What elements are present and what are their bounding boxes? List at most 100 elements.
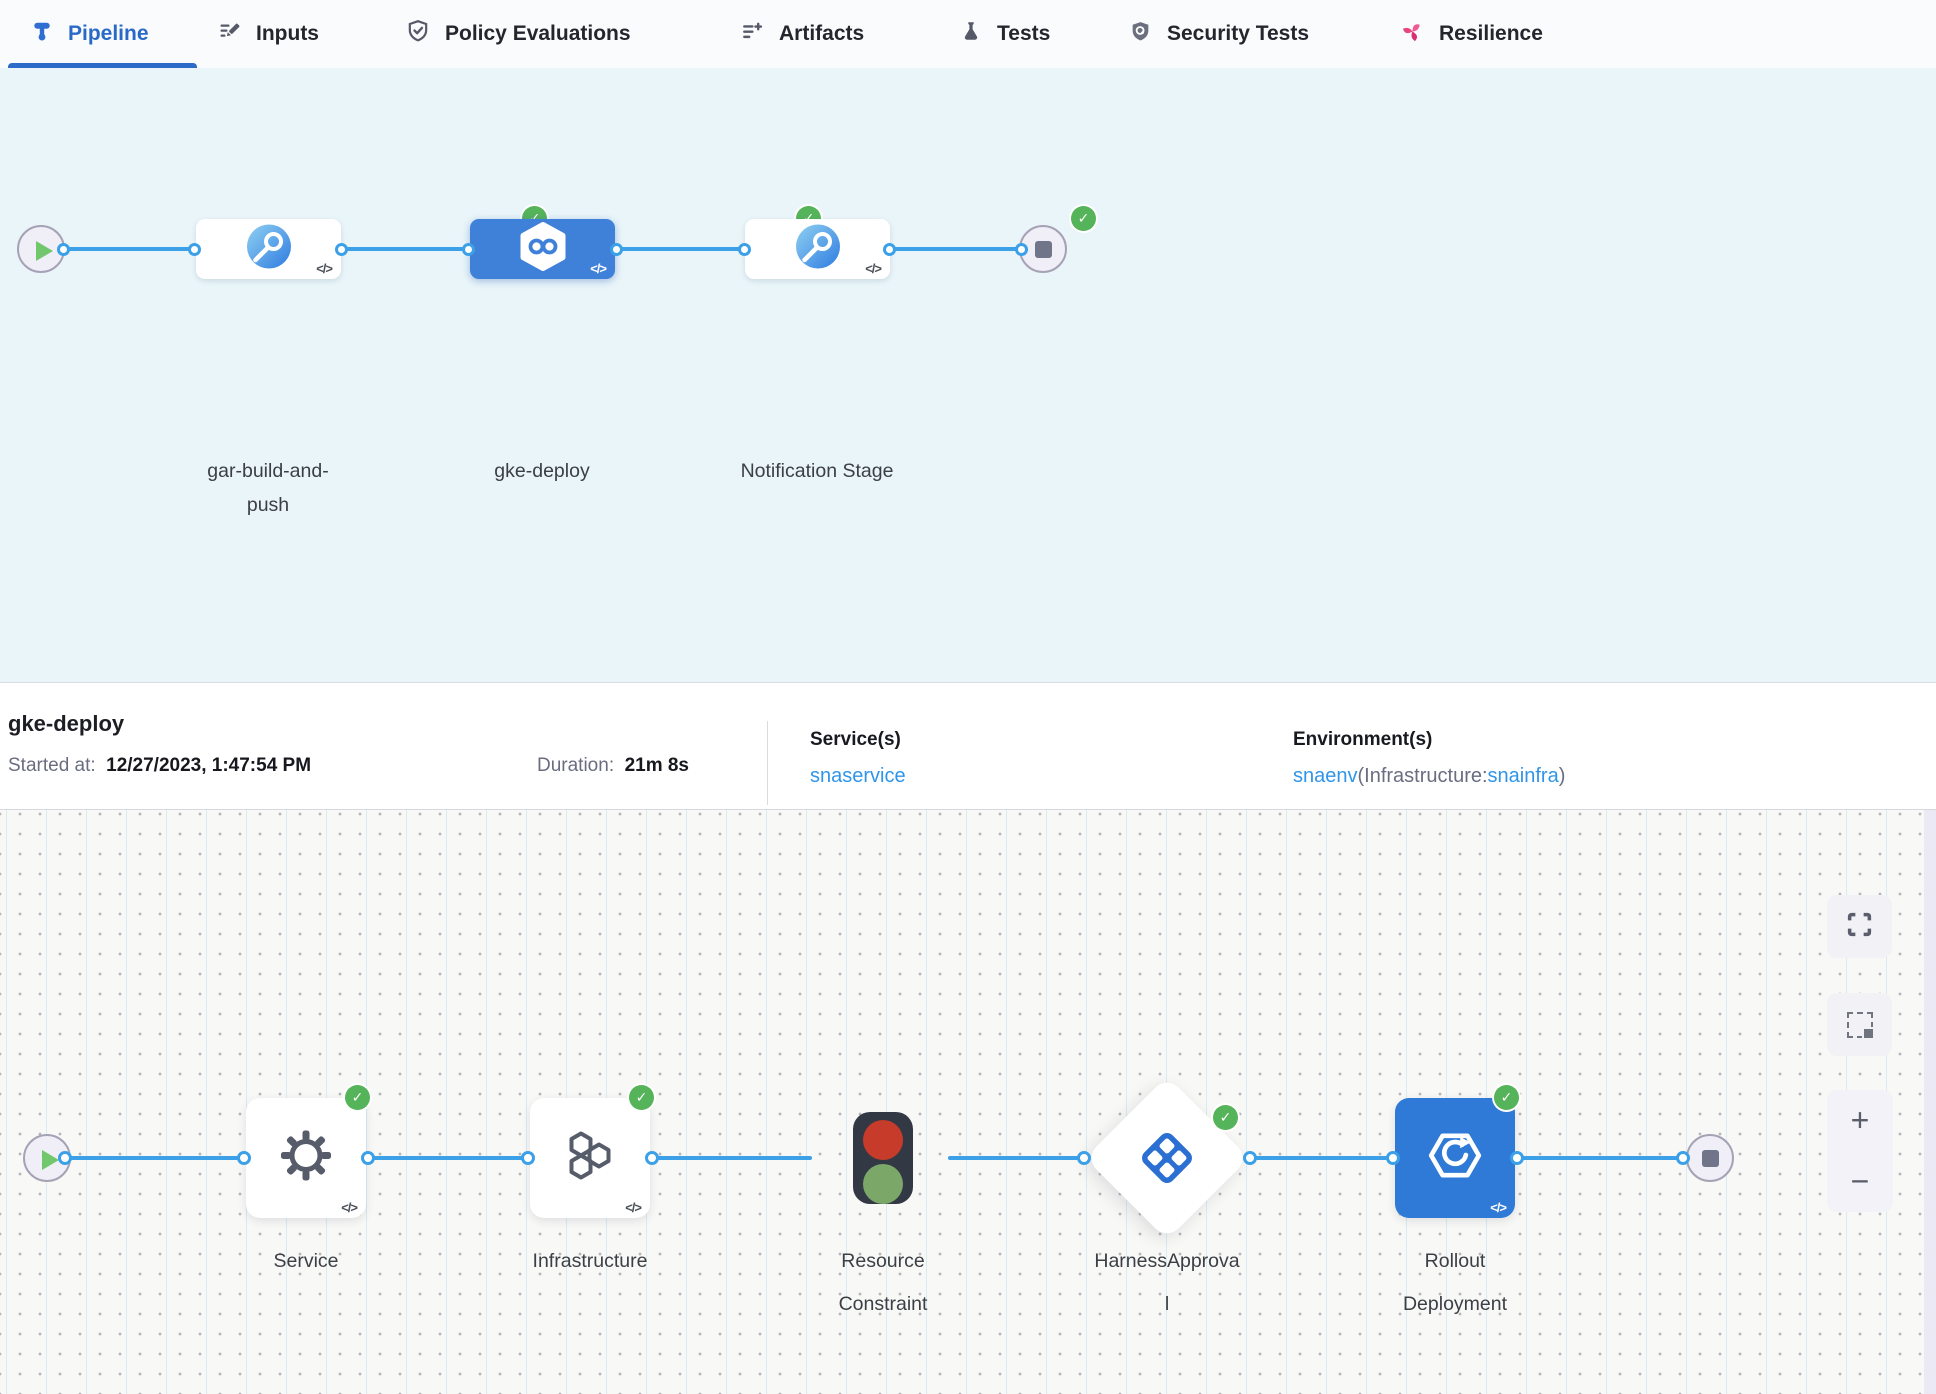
tab-label: Tests — [997, 22, 1051, 45]
code-brackets-icon: </> — [1490, 1200, 1507, 1215]
tab-bar: Pipeline Inputs Policy Evaluations Artif… — [0, 0, 1936, 69]
stage-info-bar: gke-deploy Started at: 12/27/2023, 1:47:… — [0, 682, 1936, 810]
step-label: Infrastructure — [532, 1250, 648, 1272]
connector-dot — [1676, 1151, 1690, 1165]
divider — [767, 721, 768, 805]
code-brackets-icon: </> — [865, 261, 882, 276]
execution-step-canvas[interactable]: ✓ </> ✓ </> ✓ ✓ </> — [0, 810, 1936, 1394]
connector-dot — [462, 243, 475, 256]
fullscreen-button[interactable] — [1827, 895, 1892, 958]
approval-diamond-icon — [1135, 1126, 1199, 1195]
stop-icon — [1702, 1150, 1719, 1167]
tab-pipeline[interactable]: Pipeline — [31, 0, 149, 68]
pipeline-icon — [31, 20, 53, 48]
tab-inputs[interactable]: Inputs — [219, 0, 319, 68]
artifacts-list-plus-icon — [741, 20, 764, 49]
infrastructure-link[interactable]: snainfra — [1487, 765, 1559, 787]
cd-stage-infinity-icon — [518, 222, 568, 277]
stage-card-notification-stage[interactable]: ✓ </> — [745, 206, 1096, 279]
inputs-edit-lines-icon — [219, 20, 241, 48]
resilience-pinwheel-icon — [1401, 20, 1424, 49]
stage-label: gke-deploy — [494, 460, 590, 482]
step-label: Service — [273, 1250, 339, 1272]
environment-value: snaenv(Infrastructure:snainfra) — [1293, 765, 1565, 788]
duration-value: 21m 8s — [624, 755, 690, 776]
connector-dot — [610, 243, 623, 256]
service-link[interactable]: snaservice — [810, 765, 906, 787]
step-card-service[interactable]: ✓ </> — [246, 1085, 370, 1218]
tab-label: Pipeline — [68, 22, 149, 45]
zoom-in-button[interactable]: + — [1850, 1102, 1870, 1138]
active-tab-indicator — [8, 63, 197, 68]
started-at-label: Started at: — [8, 755, 96, 776]
tab-security-tests[interactable]: Security Tests — [1129, 0, 1309, 68]
started-at: Started at: 12/27/2023, 1:47:54 PM — [8, 755, 311, 777]
connector-dot — [1243, 1151, 1257, 1165]
code-brackets-icon: </> — [341, 1200, 358, 1215]
connector-line — [652, 1156, 812, 1160]
connector-dot — [188, 243, 201, 256]
success-badge: ✓ — [629, 1085, 654, 1110]
resource-constraint-traffic-light-icon[interactable] — [853, 1112, 913, 1204]
services-label: Service(s) — [810, 729, 901, 750]
play-icon — [36, 241, 53, 261]
hexagons-icon — [562, 1128, 618, 1189]
tab-label: Resilience — [1439, 22, 1543, 45]
zoom-controls: + − — [1827, 1090, 1893, 1212]
connector-line — [63, 247, 194, 251]
connector-line — [343, 247, 468, 251]
policy-shield-check-icon — [406, 19, 430, 49]
tab-policy-evaluations[interactable]: Policy Evaluations — [406, 0, 631, 68]
marquee-selection-icon — [1846, 1011, 1875, 1040]
pipeline-stage-graph[interactable]: ✓ </> ✓ </> ✓ </> — [0, 68, 1936, 682]
pipeline-end-node — [1019, 225, 1067, 273]
success-badge: ✓ — [345, 1085, 370, 1110]
connector-dot — [1386, 1151, 1400, 1165]
execution-end-node — [1686, 1134, 1734, 1182]
connector-dot — [57, 243, 70, 256]
connector-line — [948, 1156, 1084, 1160]
connector-dot — [1510, 1151, 1524, 1165]
connector-dot — [738, 243, 751, 256]
zoom-out-button[interactable]: − — [1850, 1163, 1870, 1199]
rollout-deployment-icon — [1426, 1127, 1484, 1190]
connector-line — [65, 1156, 244, 1160]
connector-dot — [883, 243, 896, 256]
tests-flask-icon — [960, 20, 982, 48]
vertical-scrollbar[interactable] — [1924, 810, 1936, 1394]
security-shield-scan-icon — [1129, 20, 1152, 49]
connector-dot — [237, 1151, 251, 1165]
stage-card-gke-deploy[interactable]: ✓ </> — [470, 206, 821, 279]
connector-dot — [361, 1151, 375, 1165]
connector-dot — [645, 1151, 659, 1165]
connector-dot — [58, 1151, 72, 1165]
stage-label: gar-build-and-push — [207, 460, 329, 516]
success-badge: ✓ — [1494, 1085, 1519, 1110]
connector-line — [368, 1156, 528, 1160]
custom-stage-icon — [795, 224, 841, 275]
duration-label: Duration: — [537, 755, 615, 776]
step-card-infrastructure[interactable]: ✓ </> — [530, 1085, 654, 1218]
code-brackets-icon: </> — [316, 261, 333, 276]
tab-tests[interactable]: Tests — [960, 0, 1050, 68]
tab-artifacts[interactable]: Artifacts — [741, 0, 864, 68]
tab-resilience[interactable]: Resilience — [1401, 0, 1543, 68]
success-badge: ✓ — [1071, 206, 1096, 231]
play-icon — [42, 1150, 59, 1170]
custom-stage-icon — [246, 224, 292, 275]
red-light — [863, 1120, 903, 1160]
environment-link[interactable]: snaenv — [1293, 765, 1358, 787]
step-label: Resource Constraint — [838, 1250, 928, 1315]
stage-card-gar-build-and-push[interactable]: ✓ </> — [196, 206, 547, 279]
code-brackets-icon: </> — [625, 1200, 642, 1215]
connector-line — [891, 247, 1021, 251]
step-card-rollout-deployment[interactable]: ✓ </> — [1395, 1085, 1519, 1218]
marquee-select-button[interactable] — [1827, 993, 1892, 1056]
code-brackets-icon: </> — [590, 261, 607, 276]
connector-dot — [1077, 1151, 1091, 1165]
stage-label: Notification Stage — [740, 460, 894, 482]
tab-label: Inputs — [256, 22, 319, 45]
connector-dot — [335, 243, 348, 256]
tab-label: Artifacts — [779, 22, 865, 45]
